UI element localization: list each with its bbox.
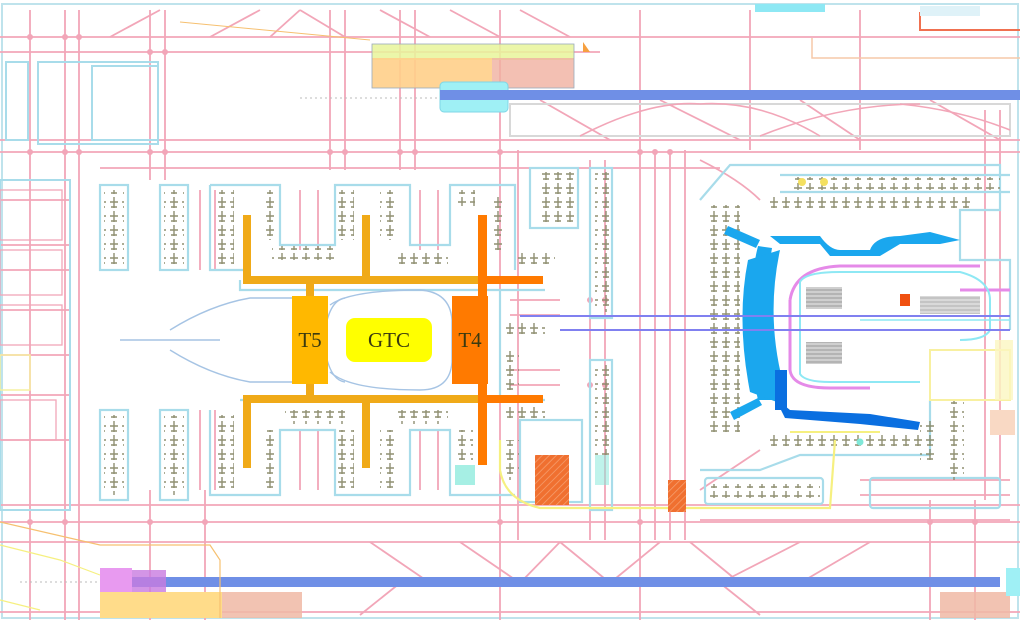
north-runway: [440, 90, 1020, 100]
highlighted-stands: [455, 178, 864, 485]
aircraft-stands: [104, 172, 1000, 498]
north-area: [179, 4, 1020, 137]
map-border: [1, 3, 1019, 619]
taxiway-nodes: [27, 34, 978, 525]
rail-line: [498, 439, 837, 510]
west-apron: [0, 61, 159, 511]
south-area: [0, 521, 1020, 618]
gtc-label: GTC: [346, 318, 432, 362]
terminal-t5-label: T5: [292, 296, 328, 384]
east-cargo-marker: [900, 294, 910, 306]
south-runway: [100, 577, 1000, 587]
terminal-t4-label: T4: [452, 296, 488, 384]
east-terminal: [520, 226, 1015, 435]
cargo-block-2: [668, 480, 686, 512]
west-stands: [0, 189, 63, 441]
cargo-block-1: [535, 455, 569, 505]
